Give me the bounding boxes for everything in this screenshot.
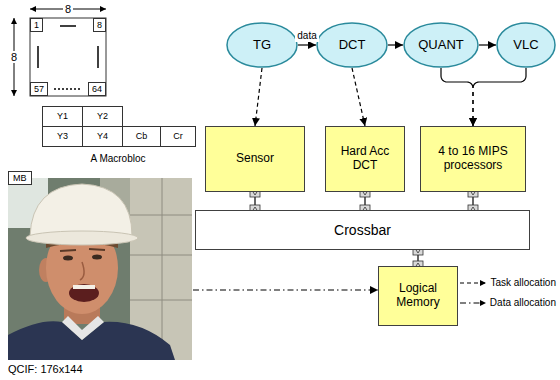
connector <box>298 44 316 45</box>
legend-line <box>460 302 486 303</box>
node-text: MB <box>13 173 27 183</box>
data-allocation-arrow <box>193 289 378 290</box>
photo-joint <box>162 178 163 360</box>
photo-collar <box>62 316 104 340</box>
ellipse-shape <box>227 23 297 67</box>
macroblock-tag: MB <box>8 171 32 185</box>
format-label: QCIF: 176x144 <box>8 363 83 376</box>
node-text: QUANT <box>418 38 464 53</box>
ellipse-shape <box>317 23 387 67</box>
photo-joint <box>130 255 192 256</box>
photo-mouth <box>69 284 99 302</box>
table-cell: Y2 <box>82 106 123 127</box>
task-ellipse: DCT <box>316 22 388 68</box>
dimension-label: 8 <box>63 3 73 16</box>
legend-sample <box>459 278 487 288</box>
crossbar-box: Crossbar <box>195 210 530 250</box>
legend-line <box>460 282 486 283</box>
photo <box>8 178 192 360</box>
table-cell: Y3 <box>42 126 83 147</box>
pixel-index: 64 <box>88 82 106 96</box>
photo-joint <box>130 215 192 216</box>
node-text: Crossbar <box>334 222 391 238</box>
photo-brow <box>89 249 105 250</box>
ellipse-shape <box>404 23 478 67</box>
node-text: TG <box>253 38 271 53</box>
connector <box>352 68 365 126</box>
connector <box>473 68 526 126</box>
hardware-box: 4 to 16 MIPS processors <box>420 126 526 192</box>
block-dash <box>54 88 82 90</box>
block-square <box>30 18 106 96</box>
legend-sample <box>459 298 487 308</box>
dimension-label: 8 <box>9 51 19 64</box>
photo-hat <box>30 184 132 236</box>
photo-eye <box>92 255 102 260</box>
table-cell: Cb <box>122 126 161 147</box>
node-text: Logical Memory <box>386 282 450 310</box>
photo-brow <box>60 250 76 251</box>
photo-joint <box>130 300 192 301</box>
task-ellipse: VLC <box>496 22 556 68</box>
pixel-index: 8 <box>93 18 106 32</box>
legend-text: Data allocation <box>490 297 556 309</box>
node-text: 4 to 16 MIPS processors <box>428 145 518 173</box>
legend-text: Task allocation <box>490 277 556 289</box>
connector <box>479 44 496 45</box>
ellipse-shape <box>497 23 555 67</box>
hardware-box: Hard Acc DCT <box>325 126 405 192</box>
table-cell: Cr <box>160 126 196 147</box>
block-dash <box>97 46 99 68</box>
hardware-box: Sensor <box>205 126 305 192</box>
node-text: Sensor <box>236 152 274 166</box>
photo-ground <box>8 178 192 360</box>
table-cell: Y4 <box>82 126 123 147</box>
connector <box>255 68 262 126</box>
pixel-index: 1 <box>30 18 43 32</box>
node-text: DCT <box>339 38 366 53</box>
memory-box: Logical Memory <box>378 266 458 326</box>
edge-label: data <box>295 30 318 42</box>
task-ellipse: QUANT <box>403 22 479 68</box>
connector <box>388 44 403 45</box>
legend-row: Data allocation <box>459 297 556 309</box>
photo-eye <box>63 256 73 261</box>
photo-hat-brim <box>26 231 138 245</box>
pixel-index: 57 <box>30 82 48 96</box>
connector <box>441 68 473 126</box>
photo-teeth <box>73 285 95 289</box>
node-text: Hard Acc DCT <box>333 145 397 173</box>
block-dash <box>37 46 39 68</box>
legend-row: Task allocation <box>459 277 556 289</box>
block-dash <box>60 25 76 27</box>
node-text: VLC <box>513 38 538 53</box>
table-cell: Y1 <box>42 106 83 127</box>
photo-nose <box>80 262 84 280</box>
caption-label: A Macrobloc <box>90 153 145 165</box>
task-ellipse: TG <box>226 22 298 68</box>
